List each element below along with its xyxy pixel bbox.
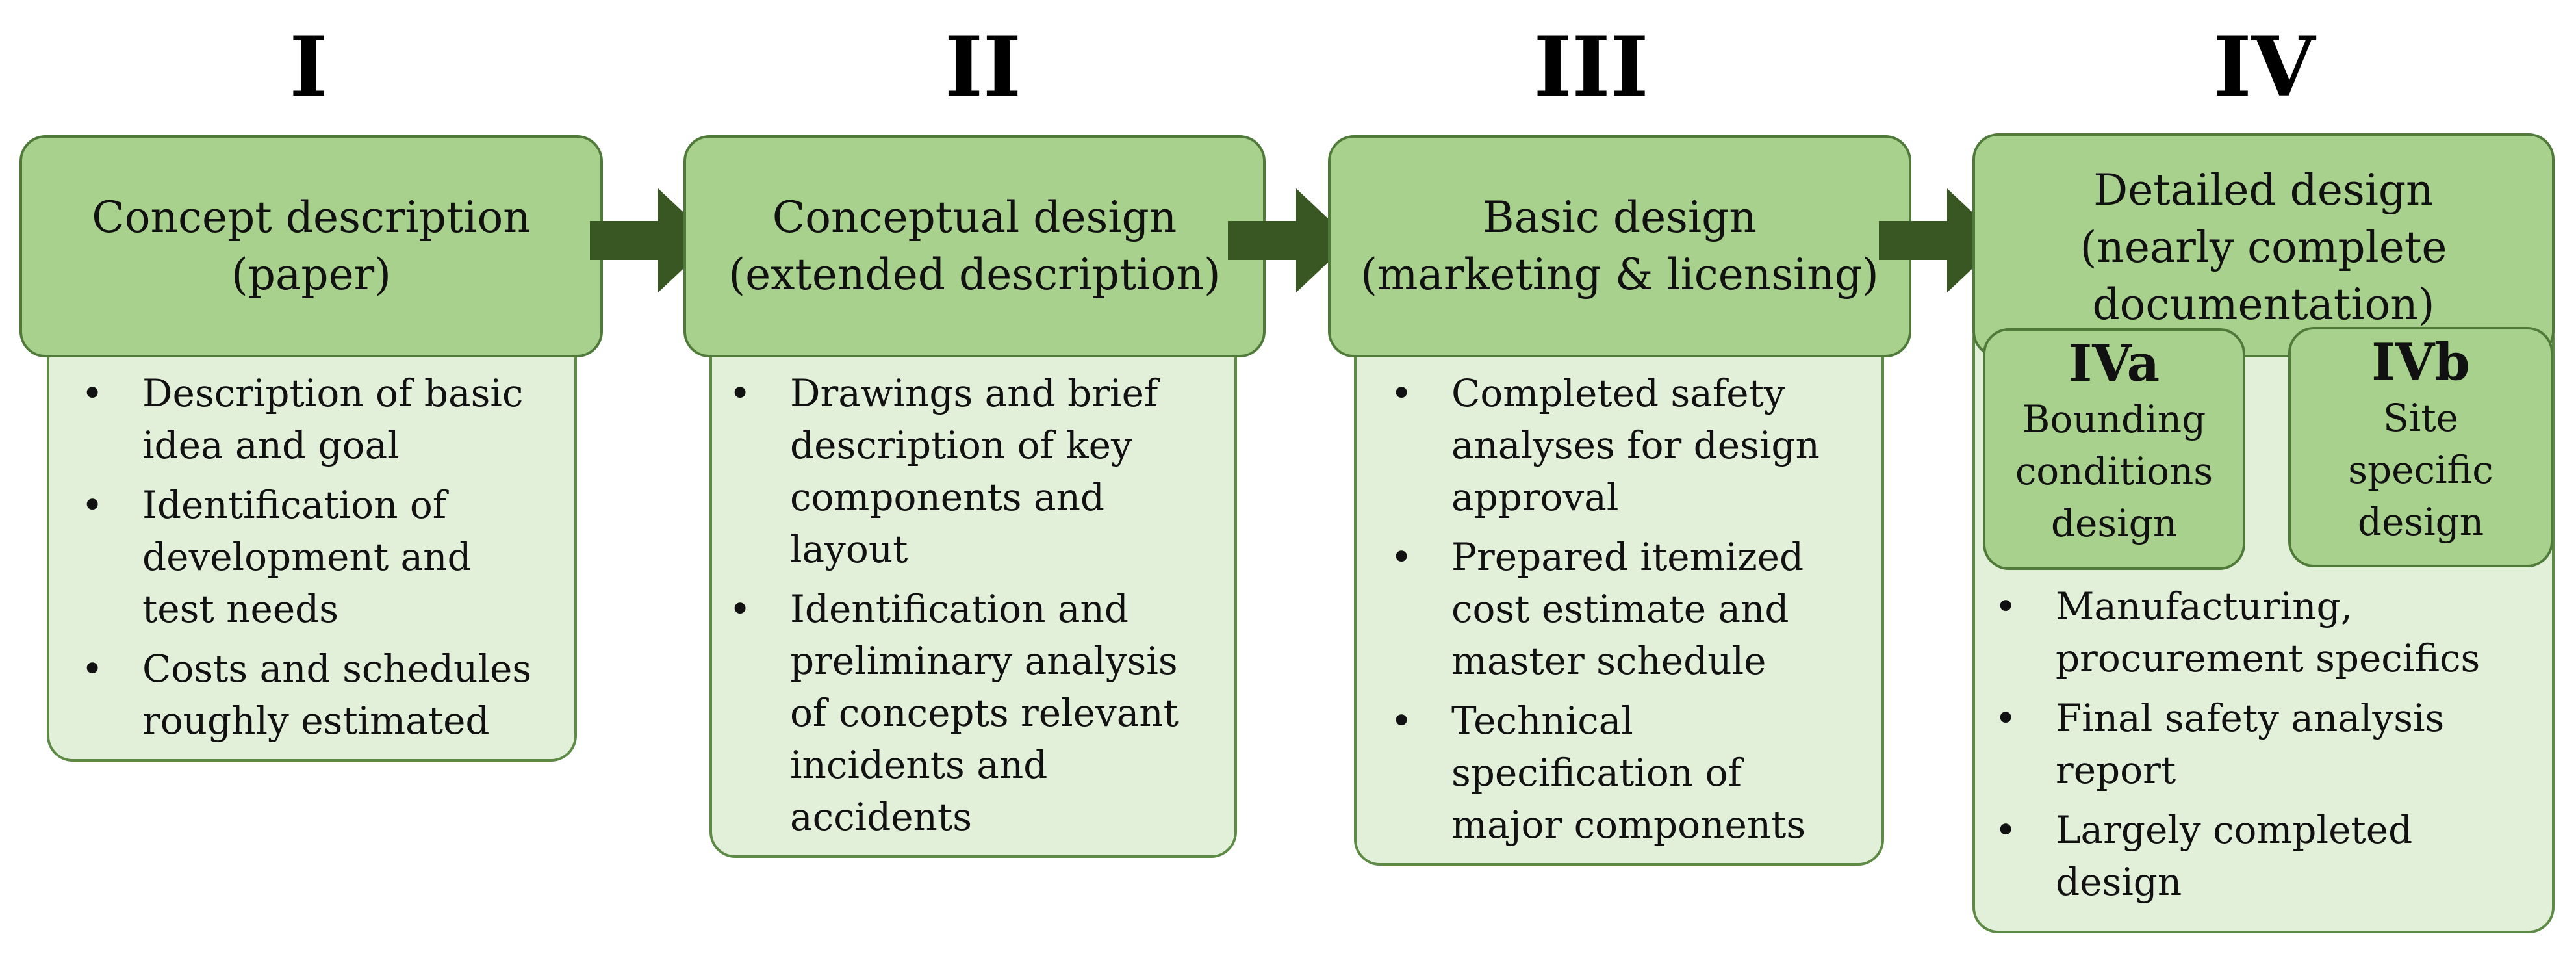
stage-4-heading-line: (nearly complete bbox=[2080, 222, 2447, 272]
stage-4-numeral: IV bbox=[2213, 19, 2315, 115]
bullet-line: specification of bbox=[1451, 751, 1742, 795]
stage-2-heading-box: Conceptual design (extended description) bbox=[683, 135, 1266, 357]
bullet-line: master schedule bbox=[1451, 639, 1766, 683]
stage-2-heading-line: Conceptual design bbox=[772, 192, 1177, 242]
substage-line: design bbox=[2357, 500, 2484, 544]
bullet-line: design bbox=[2056, 860, 2182, 904]
bullet-line: Description of basic bbox=[142, 371, 524, 415]
substage-line: Bounding bbox=[2022, 397, 2206, 441]
stage-2-bullet-list: Drawings and brief description of key co… bbox=[729, 367, 1179, 851]
substage-line: design bbox=[2050, 501, 2178, 545]
substage-line: specific bbox=[2348, 448, 2493, 492]
stage-2-bullet: Drawings and brief description of key co… bbox=[729, 367, 1179, 575]
bullet-line: cost estimate and bbox=[1451, 587, 1789, 631]
bullet-line: layout bbox=[790, 527, 908, 571]
arrow-right-icon bbox=[1228, 188, 1351, 292]
arrow-right-icon bbox=[1879, 188, 2002, 292]
bullet-line: analyses for design bbox=[1451, 423, 1820, 467]
bullet-line: procurement specifics bbox=[2056, 636, 2480, 680]
bullet-line: Manufacturing, bbox=[2056, 584, 2353, 628]
bullet-line: accidents bbox=[790, 795, 972, 839]
bullet-line: Prepared itemized bbox=[1451, 535, 1804, 579]
substage-iva-text: Bounding conditions design bbox=[1985, 393, 2243, 549]
bullet-line: roughly estimated bbox=[142, 699, 490, 743]
stage-3-bullet-list: Completed safety analyses for design app… bbox=[1390, 367, 1820, 859]
arrow-right-icon bbox=[590, 188, 713, 292]
bullet-line: idea and goal bbox=[142, 423, 400, 467]
stage-3-numeral: III bbox=[1533, 19, 1649, 115]
substage-iva-box: IVa Bounding conditions design bbox=[1983, 328, 2245, 570]
stage-4-bullet: Final safety analysis report bbox=[1995, 692, 2480, 796]
bullet-line: Identification and bbox=[790, 587, 1129, 631]
bullet-line: major components bbox=[1451, 803, 1806, 847]
stage-4-bullet: Manufacturing, procurement specifics bbox=[1995, 580, 2480, 684]
substage-ivb-text: Site specific design bbox=[2291, 392, 2551, 548]
stage-3-heading-box: Basic design (marketing & licensing) bbox=[1328, 135, 1911, 357]
substage-line: Site bbox=[2383, 396, 2458, 440]
bullet-line: Costs and schedules bbox=[142, 647, 532, 691]
substage-ivb-box: IVb Site specific design bbox=[2288, 327, 2553, 567]
bullet-line: Drawings and brief bbox=[790, 371, 1158, 415]
stage-3-heading-line: Basic design bbox=[1483, 192, 1757, 242]
stage-1-bullet: Identification of development and test n… bbox=[81, 479, 531, 635]
bullet-line: approval bbox=[1451, 475, 1619, 519]
stage-3-heading-line: (marketing & licensing) bbox=[1360, 250, 1879, 300]
stage-4-bullet-list: Manufacturing, procurement specifics Fin… bbox=[1995, 580, 2480, 916]
bullet-line: report bbox=[2056, 748, 2176, 792]
bullet-line: test needs bbox=[142, 587, 339, 631]
bullet-line: Final safety analysis bbox=[2056, 696, 2445, 740]
stage-1-heading-line: Concept description bbox=[92, 192, 531, 242]
bullet-line: preliminary analysis bbox=[790, 639, 1178, 683]
stage-4-heading-line: documentation) bbox=[2092, 279, 2435, 329]
bullet-line: Completed safety bbox=[1451, 371, 1785, 415]
substage-line: conditions bbox=[2015, 449, 2213, 493]
stage-1-bullet-list: Description of basic idea and goal Ident… bbox=[81, 367, 531, 755]
bullet-line: Identification of bbox=[142, 483, 447, 527]
stage-1-heading-line: (paper) bbox=[231, 250, 391, 300]
stage-4-heading-line: Detailed design bbox=[2093, 165, 2434, 215]
stage-2-heading-line: (extended description) bbox=[728, 250, 1221, 300]
stage-1-bullet: Description of basic idea and goal bbox=[81, 367, 531, 471]
stage-1-heading-box: Concept description (paper) bbox=[19, 135, 603, 357]
bullet-line: Largely completed bbox=[2056, 808, 2413, 852]
bullet-line: of concepts relevant bbox=[790, 691, 1179, 735]
bullet-line: development and bbox=[142, 535, 472, 579]
stage-1-numeral: I bbox=[289, 19, 328, 115]
substage-iva-title: IVa bbox=[2068, 334, 2160, 393]
stage-4-bullet: Largely completed design bbox=[1995, 804, 2480, 908]
bullet-line: description of key bbox=[790, 423, 1132, 467]
stage-3-bullet: Technical specification of major compone… bbox=[1390, 695, 1820, 851]
stage-3-bullet: Prepared itemized cost estimate and mast… bbox=[1390, 531, 1820, 687]
bullet-line: components and bbox=[790, 475, 1105, 519]
substage-ivb-title: IVb bbox=[2371, 333, 2470, 392]
stage-3-bullet: Completed safety analyses for design app… bbox=[1390, 367, 1820, 523]
bullet-line: Technical bbox=[1451, 699, 1633, 743]
stage-2-numeral: II bbox=[945, 19, 1021, 115]
stage-4-heading-box: Detailed design (nearly complete documen… bbox=[1972, 133, 2555, 357]
stage-1-bullet: Costs and schedules roughly estimated bbox=[81, 643, 531, 747]
stage-2-bullet: Identification and preliminary analysis … bbox=[729, 583, 1179, 843]
bullet-line: incidents and bbox=[790, 743, 1048, 787]
